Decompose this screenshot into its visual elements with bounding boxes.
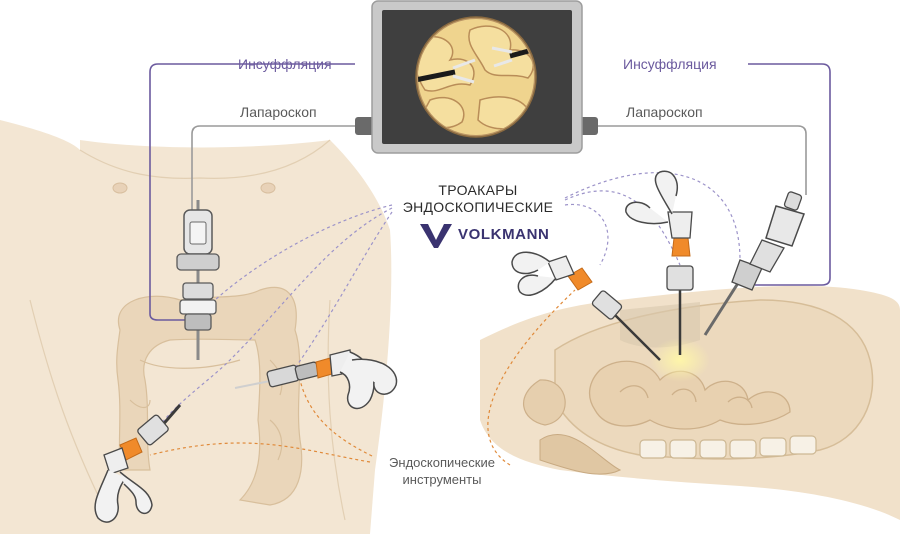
- trocars-title: ТРОАКАРЫ ЭНДОСКОПИЧЕСКИЕ: [393, 182, 563, 216]
- instrument-right-left: [511, 251, 661, 361]
- monitor: [355, 0, 598, 154]
- laparoscope-left: [176, 200, 220, 360]
- laparoscope-label-left: Лапароскоп: [240, 104, 317, 120]
- laparoscope-right: [703, 191, 805, 336]
- instrument-right-middle: [625, 170, 694, 355]
- brand-name: VOLKMANN: [458, 226, 550, 243]
- instrument-left-lower: [94, 404, 182, 523]
- instruments-label-line1: Эндоскопические: [389, 455, 495, 470]
- insufflation-label-left: Инсуффляция: [238, 56, 332, 72]
- laparoscope-label-right: Лапароскоп: [626, 104, 703, 120]
- insufflation-label-right: Инсуффляция: [623, 56, 717, 72]
- right-body: [480, 285, 900, 520]
- instrument-left-middle: [234, 349, 398, 410]
- colon-left: [116, 286, 303, 506]
- instruments-label-line2: инструменты: [402, 472, 482, 487]
- laparoscope-lines: [191, 125, 807, 210]
- trocars-title-line2: ЭНДОСКОПИЧЕСКИЕ: [402, 199, 554, 215]
- volkmann-v-logo-icon: [420, 224, 452, 248]
- instruments-label: Эндоскопические инструменты: [372, 454, 512, 488]
- insufflation-lines: [149, 63, 831, 321]
- brand-mark: VOLKMANN: [458, 226, 549, 243]
- spine: [639, 435, 817, 459]
- trocars-title-line1: ТРОАКАРЫ: [438, 182, 518, 198]
- instrument-pointer-lines: [149, 289, 576, 466]
